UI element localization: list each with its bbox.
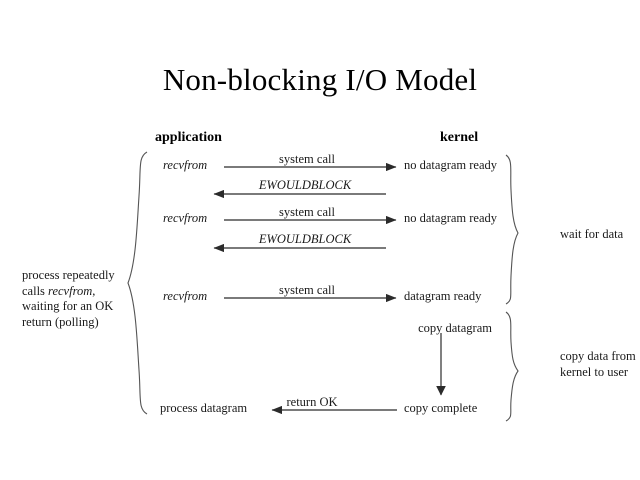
copy-complete-label: copy complete (404, 401, 478, 415)
right-note-copy-data: copy data from kernel to user (560, 349, 636, 380)
left-brace (127, 151, 148, 415)
page-title: Non-blocking I/O Model (162, 62, 478, 97)
row-3-application-call: recvfrom (163, 211, 208, 225)
return-ok-label: return OK (286, 395, 338, 409)
row-3-arrow-label: system call (279, 205, 335, 219)
process-datagram-label: process datagram (160, 401, 248, 415)
right-note-copy-line-1: copy data from (560, 349, 636, 363)
row-5-kernel-state: datagram ready (404, 289, 482, 303)
left-note-line-2-post: , (92, 283, 96, 298)
row-4-arrow-label: EWOULDBLOCK (258, 232, 352, 246)
copy-datagram-label: copy datagram (418, 321, 492, 335)
left-note-line-2-pre: calls (22, 283, 49, 298)
right-brace-copy-data (505, 311, 519, 422)
right-brace-wait-for-data (505, 154, 519, 305)
right-note-wait-for-data: wait for data (560, 227, 624, 241)
row-1-kernel-state: no datagram ready (404, 158, 498, 172)
row-1-arrow-label: system call (279, 152, 335, 166)
column-header-application: application (155, 130, 222, 145)
left-note-line-4: return (polling) (22, 314, 99, 329)
row-1-application-call: recvfrom (163, 158, 208, 172)
left-note-line-1: process repeatedly (22, 268, 115, 282)
column-header-kernel: kernel (440, 130, 479, 145)
left-note: process repeatedly calls recvfrom, waiti… (22, 268, 115, 330)
row-3-kernel-state: no datagram ready (404, 211, 498, 225)
row-5-arrow-label: system call (279, 283, 335, 297)
right-note-copy-line-2: kernel to user (560, 364, 629, 379)
row-5-application-call: recvfrom (163, 289, 208, 303)
row-2-arrow-label: EWOULDBLOCK (258, 178, 352, 192)
left-note-line-2: calls recvfrom, (22, 284, 115, 300)
left-note-line-3: waiting for an OK (22, 299, 114, 313)
left-note-recvfrom: recvfrom (48, 283, 93, 298)
